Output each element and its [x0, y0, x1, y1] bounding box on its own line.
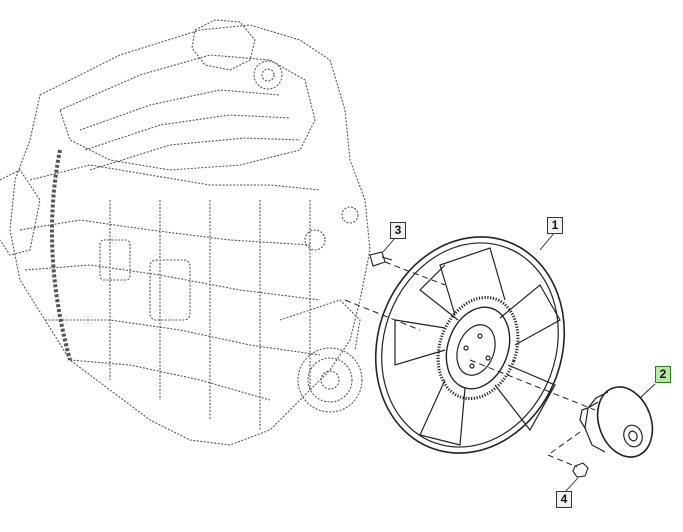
fan-part[interactable]: [346, 210, 594, 480]
callout-4[interactable]: 4: [556, 491, 572, 508]
callout-1[interactable]: 1: [547, 217, 563, 234]
callout-leaders: [382, 231, 656, 493]
fan-drive-part[interactable]: [579, 379, 662, 464]
bolt-part[interactable]: [369, 251, 393, 267]
callout-2[interactable]: 2: [655, 366, 671, 383]
nut-part[interactable]: [572, 462, 589, 478]
engine-illustration: [0, 19, 371, 446]
callout-3[interactable]: 3: [390, 222, 406, 239]
